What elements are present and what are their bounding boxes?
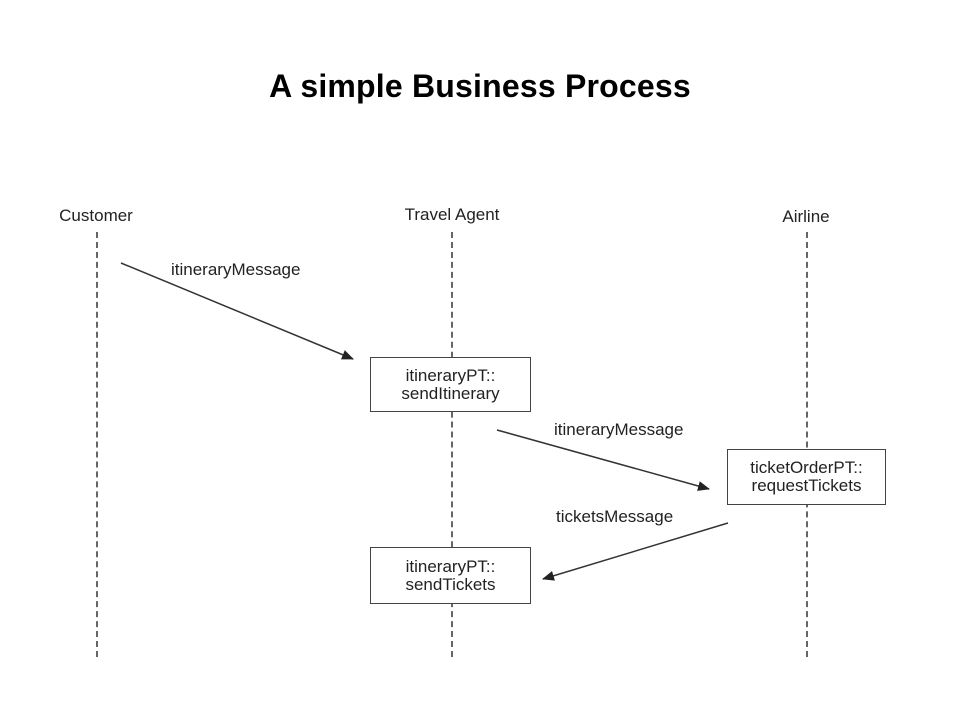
- lifeline-airline: [806, 232, 808, 657]
- lifeline-travel-agent: [451, 232, 453, 657]
- box-line-1: itineraryPT::: [405, 556, 496, 576]
- box-line-2: sendTickets: [405, 574, 496, 594]
- arrow-tickets-message: [542, 522, 729, 581]
- lifeline-customer: [96, 232, 98, 657]
- activity-box-send-itinerary: itineraryPT:: sendItinerary: [370, 357, 531, 412]
- lane-label-customer: Customer: [59, 206, 133, 225]
- message-label-itinerary-1: itineraryMessage: [171, 260, 301, 279]
- box-line-2: requestTickets: [751, 476, 862, 495]
- activity-box-request-tickets: ticketOrderPT:: requestTickets: [727, 449, 886, 505]
- arrow-itinerary-message-2: [496, 429, 710, 491]
- message-label-itinerary-2: itineraryMessage: [554, 420, 684, 439]
- box-line-2: sendItinerary: [401, 383, 500, 403]
- message-label-tickets: ticketsMessage: [556, 507, 674, 526]
- lane-label-airline: Airline: [782, 207, 830, 226]
- lane-label-travel-agent: Travel Agent: [404, 205, 500, 224]
- box-line-1: ticketOrderPT::: [750, 458, 863, 477]
- box-line-1: itineraryPT::: [405, 365, 496, 385]
- activity-box-send-tickets: itineraryPT:: sendTickets: [370, 547, 531, 604]
- diagram-title: A simple Business Process: [269, 68, 691, 104]
- arrow-itinerary-message-1: [120, 262, 354, 360]
